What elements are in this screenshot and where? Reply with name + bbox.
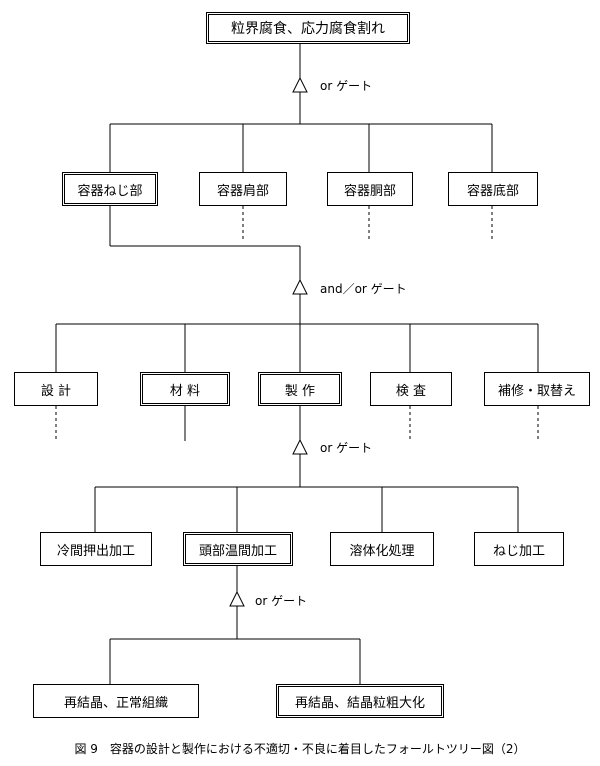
event-threading: ねじ加工 [474, 532, 564, 566]
event-solution-treatment: 溶体化処理 [330, 532, 434, 566]
event-recrystallization-normal: 再結晶、正常組織 [33, 684, 199, 718]
gate-label-1: or ゲート [320, 79, 373, 93]
gate-label-2: and／or ゲート [320, 282, 407, 296]
event-inspection: 検 査 [370, 372, 452, 406]
event-repair-replacement: 補修・取替え [484, 372, 590, 406]
event-material: 材 料 [140, 372, 230, 406]
event-body-part: 容器胴部 [327, 172, 413, 206]
event-threaded-part: 容器ねじ部 [62, 172, 158, 206]
event-fabrication: 製 作 [258, 372, 342, 406]
event-design: 設 計 [14, 372, 98, 406]
event-recrystallization-coarsening: 再結晶、結晶粒粗大化 [276, 684, 444, 718]
figure-caption: 図 9 容器の設計と製作における不適切・不良に着目したフォールトツリー図（2） [74, 742, 526, 756]
event-cold-extrusion: 冷間押出加工 [40, 532, 152, 566]
event-bottom-part: 容器底部 [448, 172, 538, 206]
gate-label-3: or ゲート [320, 441, 373, 455]
event-head-warm-working: 頭部温間加工 [183, 532, 293, 566]
top-event-box: 粒界腐食、応力腐食割れ [206, 12, 410, 44]
gate-label-4: or ゲート [255, 594, 308, 608]
event-shoulder-part: 容器肩部 [199, 172, 287, 206]
